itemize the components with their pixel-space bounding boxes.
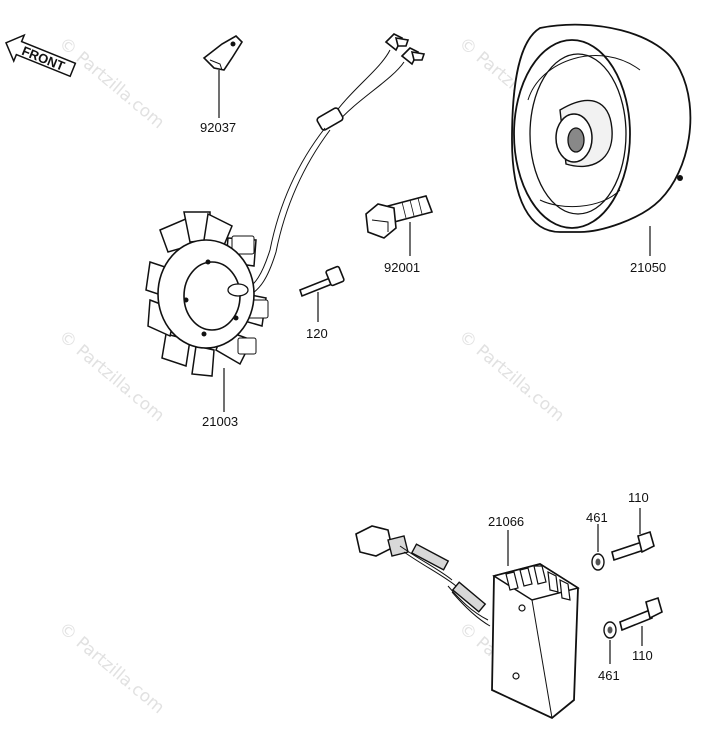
watermark-3: © Partzilla.com xyxy=(55,327,168,427)
screw-110-top: 110 xyxy=(611,490,655,562)
label-92037: 92037 xyxy=(200,120,236,135)
label-92001: 92001 xyxy=(384,260,420,275)
label-461-bottom: 461 xyxy=(598,668,620,683)
label-110-bottom: 110 xyxy=(632,648,653,663)
watermark-5: © Partzilla.com xyxy=(55,619,168,719)
flywheel-21050: 21050 xyxy=(511,23,692,275)
watermark-4: © Partzilla.com xyxy=(455,327,568,427)
label-110-top: 110 xyxy=(628,490,649,505)
stator-21003: 21003 xyxy=(145,211,269,429)
clip-92037: 92037 xyxy=(200,35,244,135)
label-461-top: 461 xyxy=(586,510,608,525)
washer-461-top: 461 xyxy=(586,510,608,571)
label-120: 120 xyxy=(306,326,328,341)
watermarks: © Partzilla.com © Partzilla.com © Partzi… xyxy=(55,34,568,719)
bolt-92001: 92001 xyxy=(365,195,434,275)
label-21066: 21066 xyxy=(488,514,524,529)
wire-leads xyxy=(244,33,426,297)
screw-110-bottom: 110 xyxy=(619,596,663,663)
label-21003: 21003 xyxy=(202,414,238,429)
screw-120: 120 xyxy=(299,265,345,341)
watermark-1: © Partzilla.com xyxy=(55,34,168,134)
regulator-21066: 21066 xyxy=(355,514,580,720)
label-21050: 21050 xyxy=(630,260,666,275)
washer-461-bottom: 461 xyxy=(598,621,620,683)
